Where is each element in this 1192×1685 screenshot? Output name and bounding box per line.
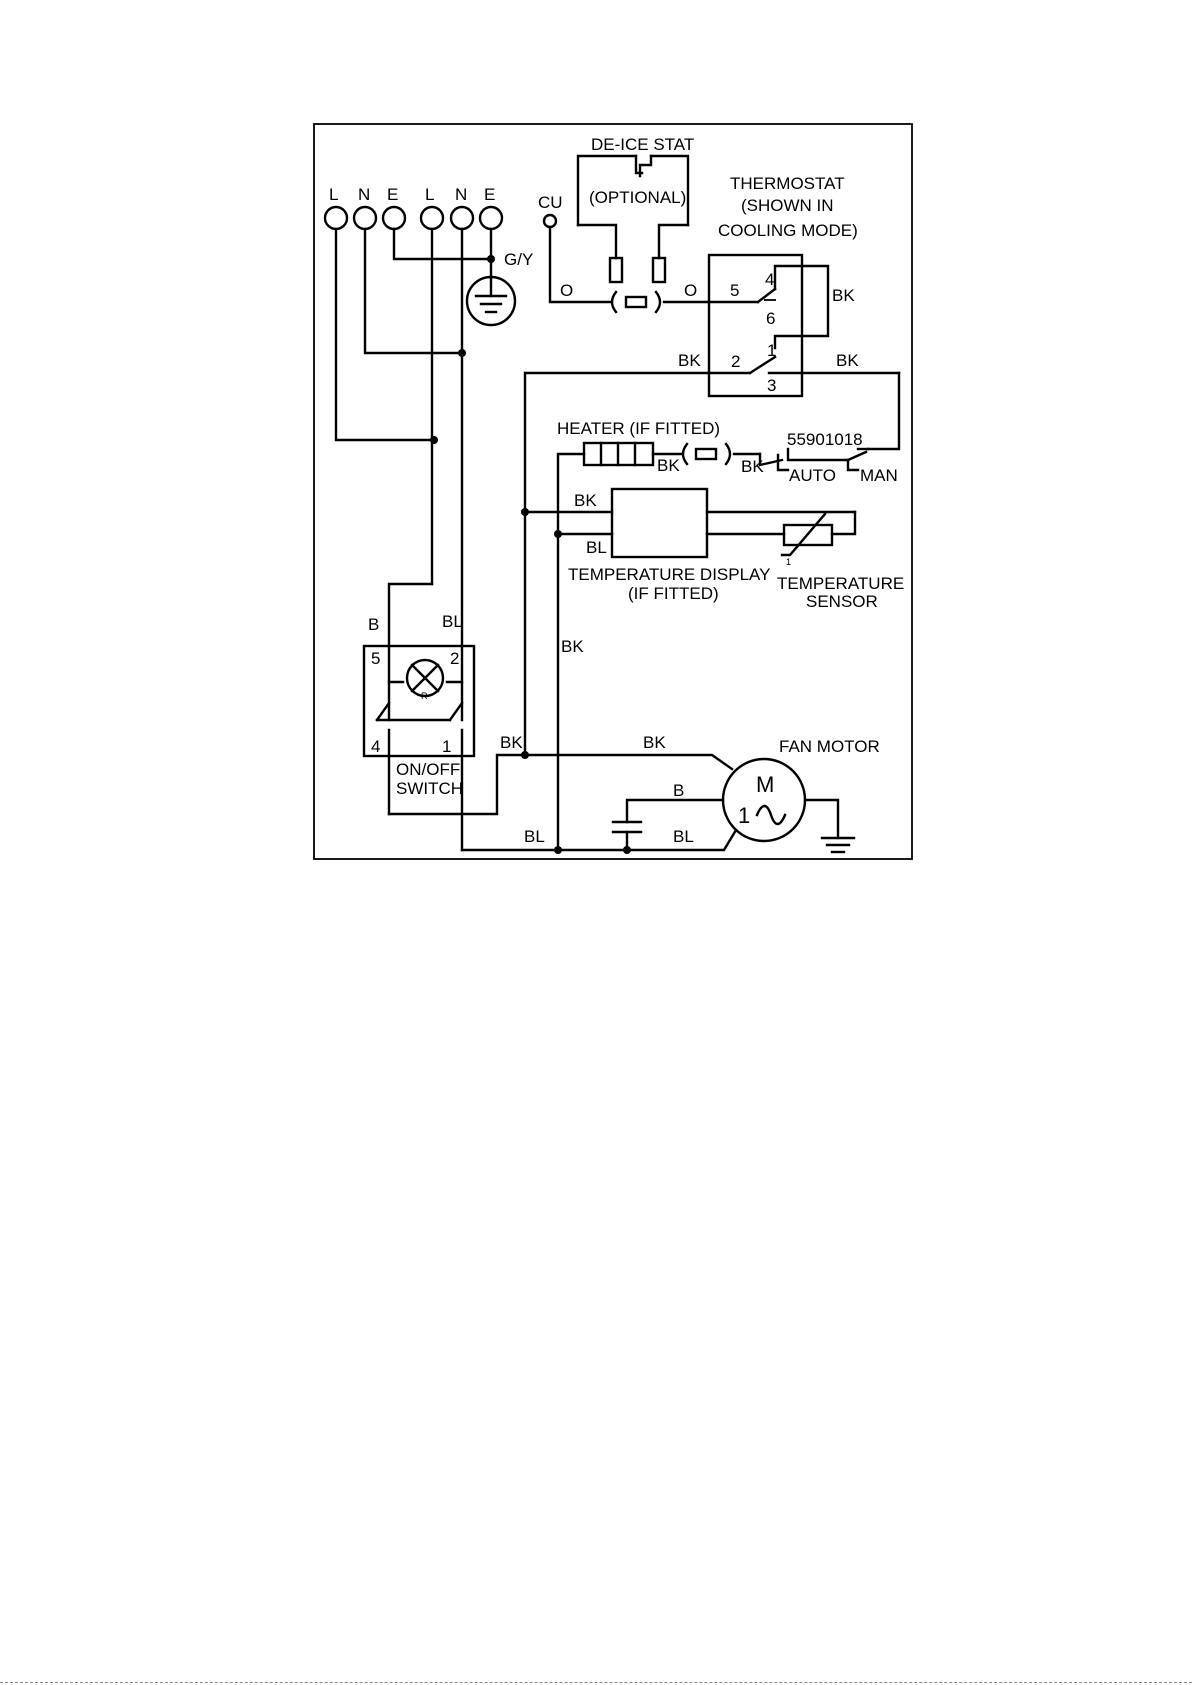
display-subtitle: (IF FITTED) xyxy=(628,584,719,603)
bk-label: BK xyxy=(836,351,859,370)
motor-1: 1 xyxy=(738,803,750,828)
thermostat-terminal: 6 xyxy=(766,309,775,328)
terminal-label: N xyxy=(455,185,467,204)
earth-label: G/Y xyxy=(504,250,533,269)
ac-symbol-icon xyxy=(757,806,785,824)
bk-label: BK xyxy=(574,491,597,510)
cutout-code: 55901018 xyxy=(787,430,863,449)
terminal-label: N xyxy=(358,185,370,204)
motor-m: M xyxy=(756,772,774,797)
heater: HEATER (IF FITTED) BK BK 55901018 AUTO M… xyxy=(557,419,898,850)
terminal-label: E xyxy=(387,185,398,204)
thermostat-terminal: 3 xyxy=(767,376,776,395)
bk-label: BK xyxy=(561,637,584,656)
bk-label: BK xyxy=(643,733,666,752)
terminal-e1 xyxy=(383,207,405,229)
sensor-subtitle: SENSOR xyxy=(806,592,878,611)
on-off-switch: B BL 5 2 4 1 R ON/OFF SWITCH xyxy=(364,612,525,850)
terminal-label: E xyxy=(484,185,495,204)
terminal-n1 xyxy=(354,207,376,229)
switch-title: ON/OFF xyxy=(396,760,460,779)
thermostat-title: COOLING MODE) xyxy=(718,221,858,240)
bk-label: BK xyxy=(500,733,523,752)
switch-terminal: 4 xyxy=(371,737,380,756)
supply-wiring xyxy=(336,229,466,646)
terminal-e2 xyxy=(480,207,502,229)
sensor-title: TEMPERATURE xyxy=(777,574,904,593)
thermostat-terminal: 4 xyxy=(765,270,774,289)
b-label: B xyxy=(673,781,684,800)
display-box xyxy=(612,489,707,557)
o-label-right: O xyxy=(684,281,697,300)
thermostat-terminal: 5 xyxy=(730,281,739,300)
deice-optional: (OPTIONAL) xyxy=(589,188,686,207)
thermostat-box xyxy=(709,255,802,396)
heater-label: HEATER (IF FITTED) xyxy=(557,419,720,438)
switch-wire-label: BL xyxy=(442,612,463,631)
bl-label: BL xyxy=(524,827,545,846)
bl-label: BL xyxy=(586,538,607,557)
switch-terminal: 2 xyxy=(450,649,459,668)
sensor-mark: 1 xyxy=(786,557,791,567)
earth-connection: G/Y xyxy=(394,229,533,325)
terminal-l2 xyxy=(421,207,443,229)
auto-label: AUTO xyxy=(789,466,836,485)
terminal-l1 xyxy=(325,207,347,229)
fan-title: FAN MOTOR xyxy=(779,737,880,756)
temperature-display: BK BL TEMPERATURE DISPLAY (IF FITTED) 1 … xyxy=(525,489,904,611)
thermostat: THERMOSTAT (SHOWN IN COOLING MODE) 5 4 6… xyxy=(678,174,899,396)
cu-label: CU xyxy=(538,193,563,212)
switch-subtitle: SWITCH xyxy=(396,779,463,798)
switch-terminal: 1 xyxy=(442,737,451,756)
switch-terminal: 5 xyxy=(371,649,380,668)
page-edge-rule xyxy=(0,1682,1192,1683)
terminal-label: L xyxy=(329,185,338,204)
thermostat-title: THERMOSTAT xyxy=(730,174,845,193)
supply-terminal-block: L N E L N E xyxy=(325,185,502,229)
bk-label: BK xyxy=(678,351,701,370)
lamp-r: R xyxy=(421,691,428,701)
terminal-label: L xyxy=(425,185,434,204)
terminal-n2 xyxy=(451,207,473,229)
display-title: TEMPERATURE DISPLAY xyxy=(568,565,770,584)
bl-label: BL xyxy=(673,827,694,846)
bk-label: BK xyxy=(657,456,680,475)
thermostat-title: (SHOWN IN xyxy=(741,196,834,215)
o-label-left: O xyxy=(560,281,573,300)
cu-terminal xyxy=(544,215,556,227)
thermostat-terminal: 2 xyxy=(731,352,740,371)
deice-title: DE-ICE STAT xyxy=(591,135,694,154)
man-label: MAN xyxy=(860,466,898,485)
bk-label: BK xyxy=(832,286,855,305)
switch-wire-label: B xyxy=(368,615,379,634)
